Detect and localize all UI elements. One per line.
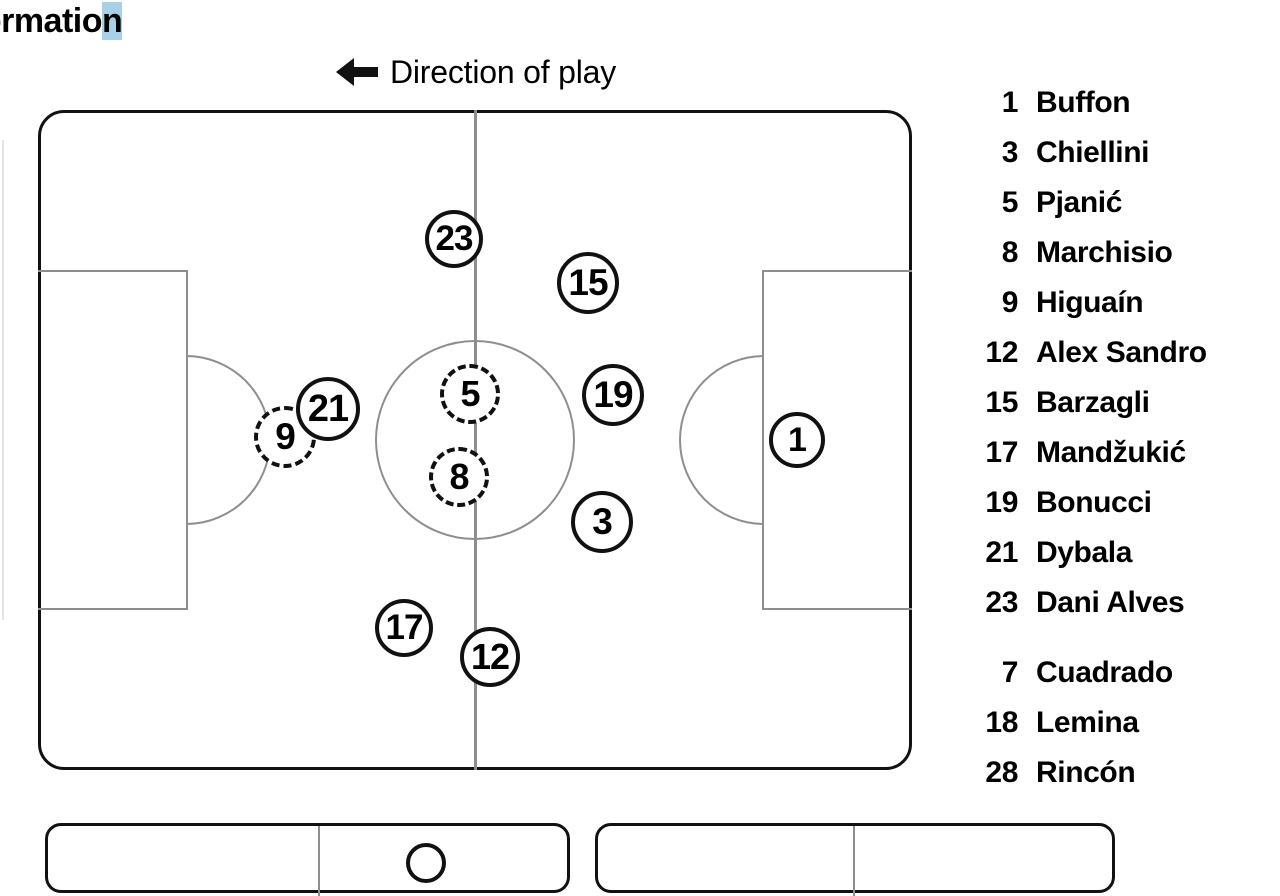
starter-row[interactable]: 8 Marchisio (960, 236, 1260, 286)
direction-of-play: Direction of play (334, 55, 616, 89)
starter-row[interactable]: 12 Alex Sandro (960, 336, 1260, 386)
starter-name: Mandžukić (1036, 436, 1186, 469)
starter-name: Alex Sandro (1036, 336, 1207, 369)
starter-row[interactable]: 5 Pjanić (960, 186, 1260, 236)
starter-name: Dani Alves (1036, 586, 1185, 619)
substitute-name: Cuadrado (1036, 656, 1173, 689)
player-marker-1[interactable]: 1 (769, 412, 825, 468)
starter-row[interactable]: 21 Dybala (960, 536, 1260, 586)
starter-name: Barzagli (1036, 386, 1150, 419)
player-marker-21[interactable]: 21 (296, 377, 360, 441)
player-marker-17[interactable]: 17 (375, 599, 433, 657)
starter-row[interactable]: 9 Higuaín (960, 286, 1260, 336)
player-marker-number: 19 (593, 374, 633, 415)
starter-name: Chiellini (1036, 136, 1150, 169)
player-marker-number: 5 (460, 373, 480, 414)
page-title-text: formation (0, 2, 123, 40)
substitute-row[interactable]: 28 Rincón (960, 756, 1260, 806)
page-title: formation (0, 2, 123, 41)
starter-name: Buffon (1036, 86, 1131, 119)
substitute-name: Rincón (1036, 756, 1136, 789)
starter-number: 3 (1001, 136, 1019, 169)
bottom-panel-1 (45, 823, 570, 896)
bottom-panel-2 (595, 823, 1115, 896)
direction-of-play-label: Direction of play (389, 54, 617, 90)
player-marker-number: 9 (275, 416, 296, 457)
starter-number: 19 (985, 486, 1018, 519)
player-marker-number: 1 (788, 420, 807, 459)
player-marker-23[interactable]: 23 (425, 210, 483, 268)
player-marker-number: 21 (307, 387, 349, 430)
player-marker-number: 17 (385, 608, 424, 647)
substitute-row[interactable]: 7 Cuadrado (960, 656, 1260, 706)
player-marker-3[interactable]: 3 (571, 491, 633, 553)
starter-row[interactable]: 17 Mandžukić (960, 436, 1260, 486)
starter-row[interactable]: 15 Barzagli (960, 386, 1260, 436)
starting-lineup-list: 1 Buffon 3 Chiellini 5 Pjanić 8 Marchisio 9 Higua… (960, 86, 1260, 636)
starter-number: 21 (985, 536, 1018, 569)
roster-separator (960, 636, 1260, 656)
starter-row[interactable]: 1 Buffon (960, 86, 1260, 136)
starter-name: Pjanić (1036, 186, 1122, 219)
starter-number: 9 (1001, 286, 1019, 319)
substitute-name: Lemina (1036, 706, 1139, 739)
bottom-panel-divider (318, 826, 320, 896)
substitute-number: 7 (1001, 656, 1019, 689)
player-marker-8[interactable]: 8 (429, 447, 489, 507)
player-marker-19[interactable]: 19 (582, 364, 644, 426)
starter-number: 8 (1001, 236, 1019, 269)
starter-name: Bonucci (1036, 486, 1152, 519)
player-marker-5[interactable]: 5 (440, 364, 500, 424)
starter-number: 12 (985, 336, 1018, 369)
player-marker-number: 8 (449, 456, 469, 497)
starter-number: 17 (985, 436, 1018, 469)
starter-number: 1 (1001, 86, 1019, 119)
starter-name: Dybala (1036, 536, 1132, 569)
player-marker-12[interactable]: 12 (460, 627, 520, 687)
player-marker-number: 12 (470, 636, 510, 677)
penalty-area-left (38, 270, 188, 610)
left-edge-rule (2, 140, 4, 620)
player-marker-number: 3 (592, 501, 613, 542)
starter-row[interactable]: 19 Bonucci (960, 486, 1260, 536)
substitute-number: 18 (985, 706, 1018, 739)
pitch-diagram: 23 15 19 5 9 21 8 3 1 17 12 (38, 110, 912, 770)
bottom-panel-marker-circle (406, 843, 446, 883)
substitute-number: 28 (985, 756, 1018, 789)
starter-number: 23 (985, 586, 1018, 619)
halfway-line (474, 110, 477, 770)
arrow-left-icon (335, 58, 378, 86)
starter-row[interactable]: 3 Chiellini (960, 136, 1260, 186)
substitute-row[interactable]: 18 Lemina (960, 706, 1260, 756)
starter-name: Marchisio (1036, 236, 1173, 269)
starter-number: 5 (1001, 186, 1019, 219)
starter-row[interactable]: 23 Dani Alves (960, 586, 1260, 636)
starter-number: 15 (985, 386, 1018, 419)
player-marker-number: 23 (435, 219, 474, 258)
player-marker-number: 15 (568, 262, 608, 303)
page-title-selection: n (102, 2, 123, 40)
player-roster: 1 Buffon 3 Chiellini 5 Pjanić 8 Marchisio 9 Higua… (960, 86, 1260, 806)
bottom-panel-divider (853, 826, 855, 896)
starter-name: Higuaín (1036, 286, 1144, 319)
player-marker-15[interactable]: 15 (557, 252, 619, 314)
substitutes-list: 7 Cuadrado 18 Lemina 28 Rincón (960, 656, 1260, 806)
